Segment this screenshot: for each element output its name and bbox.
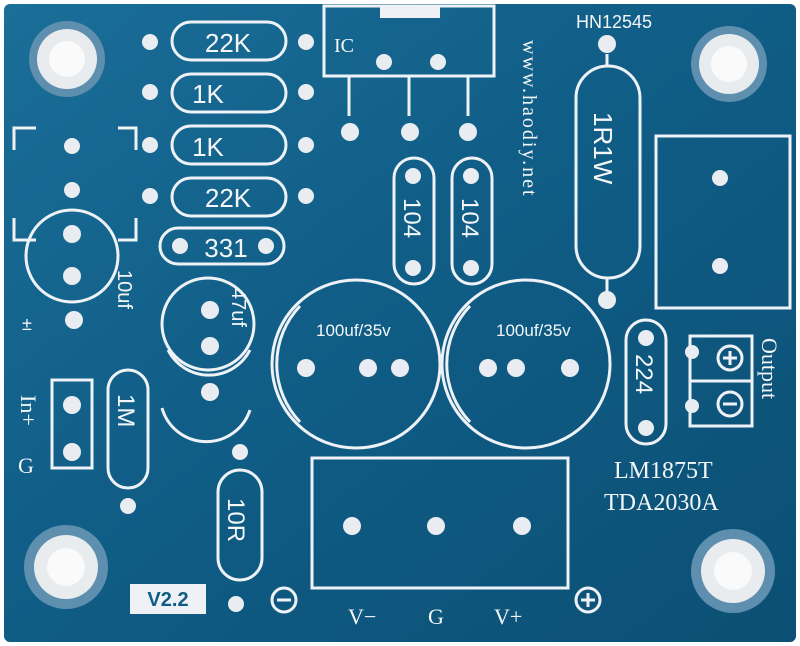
label-1r1w: 1R1W (588, 112, 618, 185)
capacitor-224: 224 (624, 318, 668, 446)
capacitor-104-b: 104 (450, 156, 494, 286)
mounting-hole-top-left (29, 21, 105, 97)
label-104-b: 104 (456, 198, 483, 238)
label-version: V2.2 (147, 589, 188, 611)
label-224: 224 (630, 354, 657, 394)
power-block: V− G V+ (270, 456, 602, 629)
resistor-r3: 1K (142, 124, 314, 166)
capacitor-104-a: 104 (392, 156, 436, 286)
label-ic: IC (334, 35, 354, 57)
board-substrate (4, 4, 796, 642)
label-10uf: 10uf (113, 270, 135, 309)
resistor-1m: 1M (106, 368, 150, 514)
resistor-r1: 22K (142, 20, 314, 62)
label-r4: 22K (205, 183, 252, 213)
capacitor-100uf-b: 100uf/35v (440, 278, 612, 450)
mounting-hole-bottom-left (24, 525, 108, 609)
label-r3: 1K (192, 132, 224, 162)
capacitor-10uf: 10uf ± (22, 208, 135, 334)
label-plus-minus: ± (22, 314, 32, 334)
input-connector: In+ G (16, 378, 94, 478)
resistor-10r: 10R (216, 444, 264, 612)
label-100uf-a: 100uf/35v (316, 321, 391, 340)
resistor-1r1w: 1R1W (574, 35, 642, 309)
label-output: Output (757, 338, 782, 399)
mounting-hole-bottom-right (691, 529, 775, 613)
output-terminal: Output (685, 334, 782, 428)
label-g-power: G (428, 604, 444, 629)
resistor-r4: 22K (142, 176, 314, 218)
model-code: HN12545 (576, 12, 652, 32)
label-r1: 22K (205, 28, 252, 58)
version-badge: V2.2 (130, 584, 206, 614)
label-g-input: G (18, 453, 34, 478)
ic-footprint: IC (322, 4, 496, 141)
heatsink-outline (654, 134, 792, 310)
label-v-plus: V+ (494, 604, 522, 629)
mounting-hole-top-right (691, 26, 767, 102)
label-v-minus: V− (348, 604, 376, 629)
label-104-a: 104 (398, 198, 425, 238)
label-lm1875t: LM1875T (614, 458, 713, 484)
label-in-plus: In+ (16, 395, 41, 426)
capacitor-47uf: 47uf (160, 276, 256, 444)
label-10r: 10R (222, 498, 249, 542)
resistor-r2: 1K (142, 72, 314, 114)
label-47uf: 47uf (227, 288, 249, 327)
trimpot-outline (12, 126, 138, 242)
label-331: 331 (204, 233, 247, 263)
label-tda2030a: TDA2030A (604, 490, 719, 516)
brand-url: www.haodiy.net (518, 40, 540, 198)
label-100uf-b: 100uf/35v (496, 321, 571, 340)
capacitor-100uf-a: 100uf/35v (270, 278, 442, 450)
capacitor-331: 331 (158, 226, 286, 266)
label-1m: 1M (112, 394, 139, 427)
label-r2: 1K (192, 79, 224, 109)
